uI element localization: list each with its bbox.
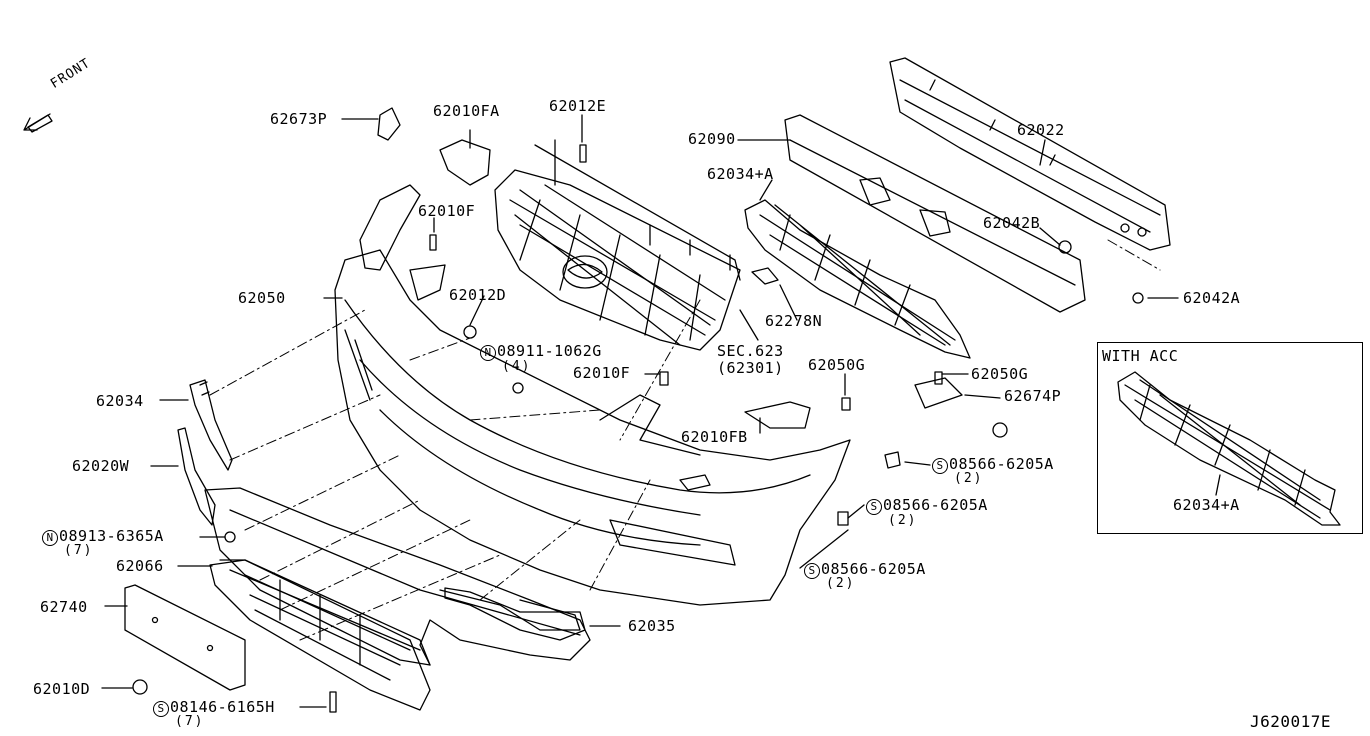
label-62022: 62022 xyxy=(1017,121,1065,139)
leader-lines xyxy=(101,114,1221,708)
qty-08146: (7) xyxy=(175,714,205,729)
label-62010FB: 62010FB xyxy=(681,428,748,446)
label-62010D: 62010D xyxy=(33,680,91,698)
undercover-62066 xyxy=(209,559,431,711)
front-grille xyxy=(494,139,741,351)
label-62740: 62740 xyxy=(40,598,88,616)
label-sec-623: SEC.623 xyxy=(717,342,784,360)
absorber-62090 xyxy=(784,114,1086,313)
label-62050G-right: 62050G xyxy=(971,365,1029,383)
label-62010F-mid: 62010F xyxy=(573,364,631,382)
label-62042A: 62042A xyxy=(1183,289,1241,307)
s-prefix-icon: S xyxy=(932,458,948,474)
dashed-lines xyxy=(209,239,1161,641)
qty-08566-1: (2) xyxy=(954,471,984,486)
label-62012D: 62012D xyxy=(449,286,507,304)
qty-08566-2: (2) xyxy=(888,513,918,528)
lower-bumper xyxy=(204,487,591,666)
grille-62034A xyxy=(744,199,971,359)
label-62034A-inset: 62034+A xyxy=(1173,496,1240,514)
s-prefix-icon: S xyxy=(153,701,169,717)
label-62066: 62066 xyxy=(116,557,164,575)
inset-title: WITH ACC xyxy=(1102,347,1179,365)
label-62034A: 62034+A xyxy=(707,165,774,183)
qty-08913: (7) xyxy=(64,543,94,558)
inset-grille-62034A xyxy=(1117,371,1341,526)
label-62020W: 62020W xyxy=(72,457,130,475)
reinforcement-62022 xyxy=(889,57,1171,251)
front-arrow-icon xyxy=(23,113,53,133)
fasteners xyxy=(132,144,1144,713)
label-62050: 62050 xyxy=(238,289,286,307)
label-62035: 62035 xyxy=(628,617,676,635)
label-62034: 62034 xyxy=(96,392,144,410)
label-sec-62301: (62301) xyxy=(717,359,784,377)
license-plate-bracket-62740 xyxy=(124,584,246,691)
bracket-62034 xyxy=(189,379,233,471)
bumper-fascia-62050 xyxy=(334,249,851,606)
n-prefix-icon: N xyxy=(42,530,58,546)
label-62042B: 62042B xyxy=(983,214,1041,232)
label-62012E: 62012E xyxy=(549,97,607,115)
qty-08911: (4) xyxy=(502,359,532,374)
side-bracket xyxy=(359,107,963,429)
diagram-code: J620017E xyxy=(1250,712,1332,731)
s-prefix-icon: S xyxy=(866,499,882,515)
label-62050G-left: 62050G xyxy=(808,356,866,374)
molding-62020W xyxy=(177,427,216,526)
label-62010FA: 62010FA xyxy=(433,102,500,120)
label-62010F-top: 62010F xyxy=(418,202,476,220)
inset-with-acc: WITH ACC 62034+A xyxy=(1097,342,1363,534)
n-prefix-icon: N xyxy=(480,345,496,361)
label-62278N: 62278N xyxy=(765,312,823,330)
qty-08566-3: (2) xyxy=(826,576,856,591)
label-62090: 62090 xyxy=(688,130,736,148)
s-prefix-icon: S xyxy=(804,563,820,579)
label-62673P: 62673P xyxy=(270,110,328,128)
label-62674P: 62674P xyxy=(1004,387,1062,405)
bracket-62035 xyxy=(444,587,586,641)
